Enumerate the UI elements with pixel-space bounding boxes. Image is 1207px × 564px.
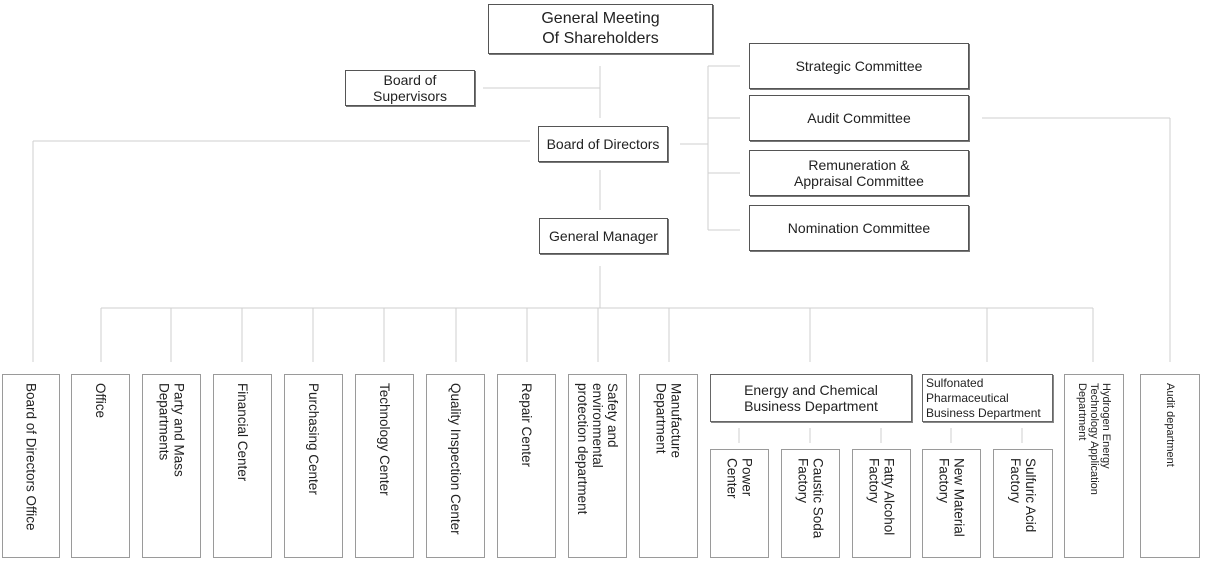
node-label: Board of Directors Office [23, 383, 39, 531]
board-of-supervisors: Board of Supervisors [345, 70, 475, 106]
technology-center: Technology Center [355, 374, 414, 558]
quality-inspection-center: Quality Inspection Center [426, 374, 485, 558]
node-label: Purchasing Center [306, 383, 321, 495]
purchasing-center: Purchasing Center [284, 374, 343, 558]
power-center: Power Center [710, 449, 769, 558]
node-label: New Material Factory [936, 458, 967, 537]
node-label: Power Center [724, 458, 755, 499]
strategic-committee: Strategic Committee [749, 43, 969, 89]
repair-center: Repair Center [497, 374, 556, 558]
audit-committee: Audit Committee [749, 95, 969, 141]
node-label: Repair Center [519, 383, 534, 468]
node-label: Manufacture Department [653, 383, 684, 459]
node-label: Financial Center [235, 383, 250, 482]
fatty-alcohol-factory: Fatty Alcohol Factory [852, 449, 911, 558]
sulfuric-acid-factory: Sulfuric Acid Factory [993, 449, 1053, 558]
general-meeting-of-shareholders: General Meeting Of Shareholders [488, 4, 713, 54]
party-and-mass-departments: Party and Mass Departments [142, 374, 201, 558]
node-label: Fatty Alcohol Factory [866, 458, 897, 536]
general-manager: General Manager [539, 218, 668, 254]
manufacture-department: Manufacture Department [639, 374, 698, 558]
node-label: Office [93, 383, 108, 419]
remuneration-appraisal-committee: Remuneration & Appraisal Committee [749, 150, 969, 196]
hydrogen-energy-technology-application-department: Hydrogen Energy Technology Application D… [1064, 374, 1124, 558]
node-label: Sulfuric Acid Factory [1008, 458, 1038, 533]
node-label: Safety and environmental protection depa… [575, 383, 620, 515]
energy-chemical-business-department: Energy and Chemical Business Department [710, 374, 912, 422]
node-label: Audit department [1164, 383, 1176, 467]
sulfonated-pharmaceutical-business-department: Sulfonated Pharmaceutical Business Depar… [922, 374, 1053, 422]
nomination-committee: Nomination Committee [749, 205, 969, 251]
office: Office [71, 374, 130, 558]
audit-department: Audit department [1140, 374, 1200, 558]
node-label: Party and Mass Departments [156, 383, 187, 477]
financial-center: Financial Center [213, 374, 272, 558]
new-material-factory: New Material Factory [922, 449, 981, 558]
node-label: Quality Inspection Center [448, 383, 463, 535]
node-label: Technology Center [377, 383, 392, 496]
caustic-soda-factory: Caustic Soda Factory [781, 449, 840, 558]
board-of-directors-office: Board of Directors Office [2, 374, 60, 558]
safety-environmental-protection-department: Safety and environmental protection depa… [568, 374, 627, 558]
board-of-directors: Board of Directors [538, 126, 668, 162]
node-label: Caustic Soda Factory [795, 458, 826, 539]
node-label: Hydrogen Energy Technology Application D… [1076, 383, 1112, 495]
